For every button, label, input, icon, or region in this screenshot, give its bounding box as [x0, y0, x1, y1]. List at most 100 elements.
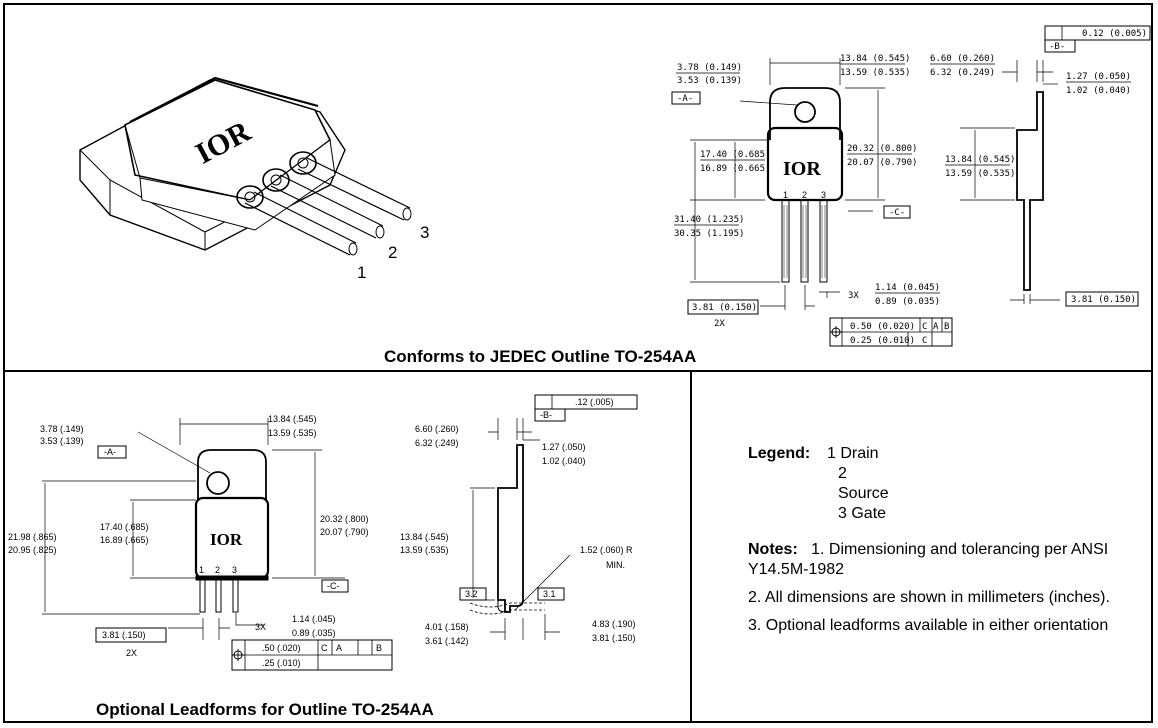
bottom-side-view	[469, 418, 571, 640]
datum-a-top: -A-	[677, 94, 693, 104]
legend-item-drain: 1 Drain	[827, 445, 879, 462]
bottom-front-view	[42, 418, 345, 640]
bottom-pin-3: 3	[232, 565, 237, 575]
notes: Notes: 1. Dimensioning and tolerancing p…	[748, 540, 1128, 644]
dim-lead-max-top: 1.14 (0.045)	[875, 283, 940, 293]
dim-tab-h-min: 20.07 (0.790)	[847, 158, 917, 168]
legend-label: Legend:	[748, 445, 811, 462]
dim-hole-max: 3.78 (0.149)	[677, 63, 742, 73]
b-datum-b: -B-	[540, 410, 552, 420]
package-3d-illustration	[79, 76, 412, 256]
top-side-view	[960, 60, 1060, 304]
b-off-right-min: 3.81 (.150)	[592, 633, 636, 643]
b-width-max: 13.84 (.545)	[268, 414, 317, 424]
datum-c-top: -C-	[889, 208, 905, 218]
b-bend-min: MIN.	[606, 560, 625, 570]
legend-item-source: 2 Source	[838, 465, 889, 502]
dim-tab-h-max: 20.32 (0.800)	[847, 144, 917, 154]
top-datum-boxes	[671, 25, 1151, 315]
b-off-right-max: 4.83 (.190)	[592, 619, 636, 629]
top-front-view	[690, 58, 885, 310]
b-tol-2: .25 (.010)	[262, 658, 301, 668]
legend-item-gate: 3 Gate	[838, 505, 887, 522]
top-pin-3: 3	[821, 190, 826, 200]
b-tab-t-max: 1.27 (.050)	[542, 442, 586, 452]
ior-logo-bottom: IOR	[210, 530, 243, 549]
b-total-h-min: 20.95 (.825)	[8, 545, 57, 555]
dim-pitch-count-top: 2X	[714, 319, 725, 329]
b-pitch: 3.81 (.150)	[102, 630, 146, 640]
dim-lead-min-top: 0.89 (0.035)	[875, 297, 940, 307]
dim-width-min: 13.59 (0.535)	[840, 68, 910, 78]
bottom-dimensions: 3.78 (.149) 3.53 (.139) -A- 13.84 (.545)…	[8, 397, 636, 668]
pin-label-1: 1	[357, 263, 366, 282]
notes-label: Notes:	[748, 541, 798, 558]
b-bend-radius: 1.52 (.060) R	[580, 545, 633, 555]
section-divider-horizontal	[3, 370, 1153, 372]
bottom-pin-1: 1	[199, 565, 204, 575]
b-tab-h-max: 20.32 (.800)	[320, 514, 369, 524]
b-tab-t-min: 1.02 (.040)	[542, 456, 586, 466]
b-body-h-max: 17.40 (.685)	[100, 522, 149, 532]
b-datum-c: -C-	[327, 581, 340, 591]
b-width-min: 13.59 (.535)	[268, 428, 317, 438]
dim-body-h-max: 17.40 (0.685)	[700, 150, 770, 160]
dim-flatness-top: 0.12 (0.005)	[1082, 29, 1147, 39]
note-3: 3. Optional leadforms available in eithe…	[748, 617, 1109, 634]
tol-1-top: 0.50 (0.020)	[850, 322, 915, 332]
b-box-right: 3.1	[543, 589, 556, 599]
b-total-h-max: 21.98 (.865)	[8, 532, 57, 542]
note-1: 1. Dimensioning and tolerancing per ANSI…	[748, 541, 1109, 578]
dim-total-h-min: 30.35 (1.195)	[674, 229, 744, 239]
b-lead-max: 1.14 (.045)	[292, 614, 336, 624]
dim-side-pitch: 3.81 (0.150)	[1071, 295, 1136, 305]
dim-total-h-max: 31.40 (1.235)	[674, 215, 744, 225]
top-pin-2: 2	[802, 190, 807, 200]
b-thick-max: 6.60 (.260)	[415, 424, 459, 434]
b-body-h-min: 16.89 (.665)	[100, 535, 149, 545]
b-tab-h-min: 20.07 (.790)	[320, 527, 369, 537]
b-off-left-max: 4.01 (.158)	[425, 622, 469, 632]
b-hole-min: 3.53 (.139)	[40, 436, 84, 446]
top-pin-1: 1	[783, 190, 788, 200]
b-off-left-min: 3.61 (.142)	[425, 636, 469, 646]
note-2: 2. All dimensions are shown in millimete…	[748, 589, 1110, 606]
tol-2-top: 0.25 (0.010)	[850, 336, 915, 346]
dim-body-h-min: 16.89 (0.665)	[700, 164, 770, 174]
dim-hole-min: 3.53 (0.139)	[677, 76, 742, 86]
b-lead-prefix: 3X	[255, 622, 266, 632]
dim-side-h-min: 13.59 (0.535)	[945, 169, 1015, 179]
b-tol-1-ref-a: A	[336, 643, 342, 653]
bottom-caption: Optional Leadforms for Outline TO-254AA	[96, 700, 434, 719]
b-tol-1: .50 (.020)	[262, 643, 301, 653]
bottom-fcf	[231, 639, 393, 671]
b-thick-min: 6.32 (.249)	[415, 438, 459, 448]
dim-lead-prefix-top: 3X	[848, 291, 859, 301]
tol-1-ref-c: C	[922, 322, 927, 332]
b-datum-a: -A-	[104, 447, 116, 457]
dim-width-max: 13.84 (0.545)	[840, 54, 910, 64]
b-box-left: 3.2	[465, 589, 478, 599]
pin-label-3: 3	[420, 223, 429, 242]
datum-b-top: -B-	[1049, 42, 1065, 52]
legend-items: 1 Drain 2 Source 3 Gate	[827, 444, 889, 524]
b-tol-1-ref-c: C	[321, 643, 328, 653]
top-fcf	[829, 317, 953, 347]
dim-thick-min: 6.32 (0.249)	[930, 68, 995, 78]
bottom-pin-2: 2	[215, 565, 220, 575]
ior-logo-top: IOR	[783, 158, 821, 180]
tol-1-ref-a: A	[933, 322, 939, 332]
section-divider-vertical	[690, 370, 692, 723]
tol-2-ref-c: C	[922, 336, 927, 346]
bottom-datum-boxes	[95, 394, 638, 643]
b-tol-1-ref-b: B	[376, 643, 382, 653]
top-caption: Conforms to JEDEC Outline TO-254AA	[384, 347, 697, 366]
b-side-h-min: 13.59 (.535)	[400, 545, 449, 555]
b-pitch-count: 2X	[126, 648, 137, 658]
outer-frame	[3, 3, 1153, 723]
pin-label-2: 2	[388, 243, 397, 262]
b-flatness: .12 (.005)	[575, 397, 614, 407]
b-lead-min: 0.89 (.035)	[292, 628, 336, 638]
top-dimensions: 3.78 (0.149) 3.53 (0.139) -A- 13.84 (0.5…	[674, 29, 1147, 346]
